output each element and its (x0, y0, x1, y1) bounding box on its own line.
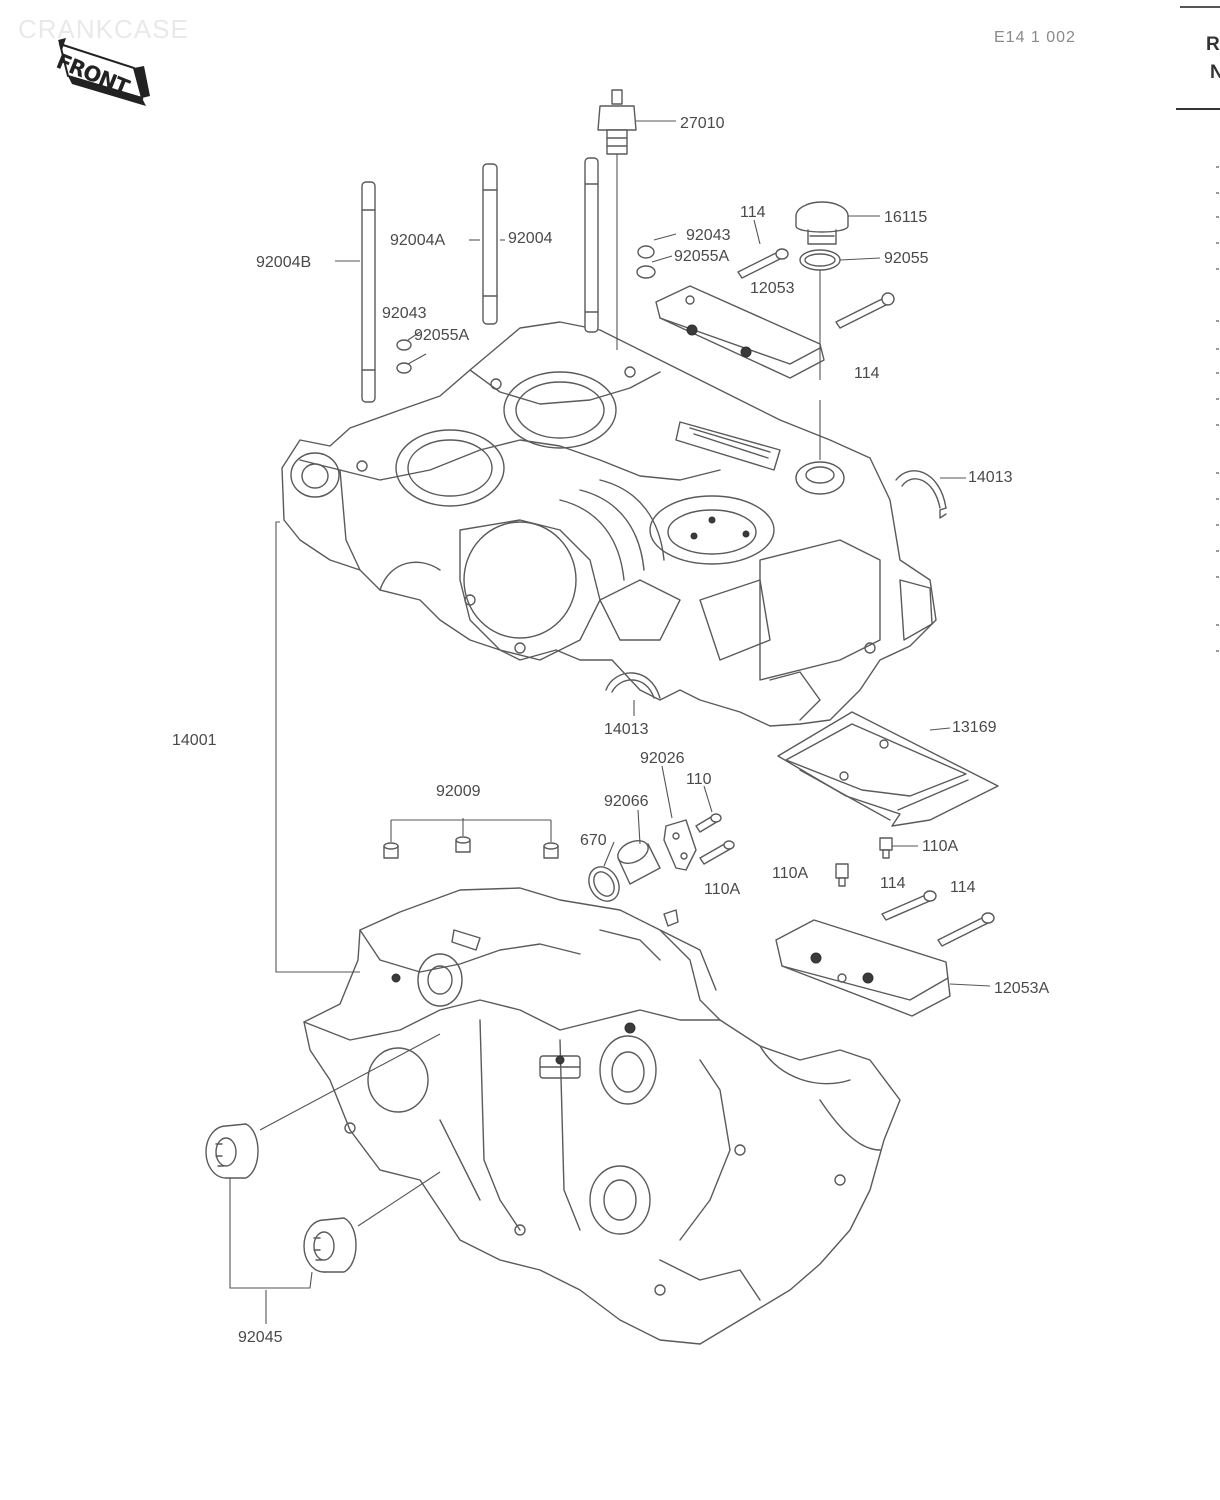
side-panel-tick (1216, 192, 1219, 194)
front-arrow-icon (58, 38, 150, 106)
callout-92066: 92066 (604, 793, 649, 810)
callout-92055A-left: 92055A (414, 327, 469, 344)
side-panel-tick (1216, 268, 1219, 270)
stud-92004 (584, 157, 599, 333)
bolt-114-lower-left (881, 890, 937, 921)
baffle-plate-13169-part (777, 711, 999, 827)
callout-114-right: 114 (854, 365, 880, 382)
callout-114-top: 114 (740, 204, 766, 221)
oil-filler-cap-part (795, 201, 849, 245)
side-panel-tick (1216, 398, 1219, 400)
callout-27010: 27010 (680, 115, 725, 132)
side-panel-tick (1216, 372, 1219, 374)
o-ring-670-part (588, 866, 620, 902)
callout-13169: 13169 (952, 719, 997, 736)
callout-670: 670 (580, 832, 607, 849)
callout-114-lower-left: 114 (880, 875, 906, 892)
side-panel-tick (1216, 320, 1219, 322)
side-panel-rule-bottom (1176, 108, 1220, 110)
side-panel-tick (1216, 472, 1219, 474)
side-panel-tick (1216, 166, 1219, 168)
washer-92043-left (396, 339, 412, 374)
side-panel-tick (1216, 524, 1219, 526)
side-panel-tick (1216, 550, 1219, 552)
callout-14013-lower: 14013 (604, 721, 649, 738)
bolt-110-part (695, 813, 722, 833)
bolt-110A-middle (699, 840, 735, 865)
side-panel-tick (1216, 576, 1219, 578)
bolt-114-lower-right (937, 912, 995, 947)
callout-92004B: 92004B (256, 254, 311, 271)
callout-114-lower-right: 114 (950, 879, 976, 896)
front-direction-badge: FRONT (53, 36, 152, 108)
callout-92043-left: 92043 (382, 305, 427, 322)
breather-cover-12053-part (655, 285, 825, 379)
lower-crankcase-half (303, 887, 901, 1345)
callout-labels: 27010 114 16115 92043 92055A 92055 92004… (172, 115, 1049, 1346)
callout-12053A: 12053A (994, 980, 1049, 997)
side-panel-tick (1216, 216, 1219, 218)
stud-92004A (482, 163, 498, 325)
upper-crankcase-half (281, 321, 937, 727)
washer-92043-top (636, 245, 656, 279)
side-panel-tick (1216, 424, 1219, 426)
callout-92045: 92045 (238, 1329, 283, 1346)
side-panel-cut-text-bottom: N (1210, 62, 1220, 83)
callout-110A-left: 110A (704, 881, 741, 898)
side-panel-tick (1216, 348, 1219, 350)
bolt-110A-center (835, 863, 849, 887)
oil-seal-92045-lower (303, 1217, 357, 1273)
section-title-faded: CRANKCASE (18, 14, 189, 44)
plate-92026-part (663, 819, 697, 871)
leader-lines (229, 120, 991, 1324)
callout-92055A-top: 92055A (674, 248, 729, 265)
callout-110A-right: 110A (922, 838, 959, 855)
callout-92043-top: 92043 (686, 227, 731, 244)
side-panel-cut-text-top: R (1206, 34, 1220, 55)
side-panel-tick (1216, 242, 1219, 244)
callout-14001: 14001 (172, 732, 217, 749)
plug-lower-case (663, 909, 679, 927)
side-panel-tick (1216, 498, 1219, 500)
breather-cover-12053A-part (775, 919, 951, 1017)
nut-92009-b (455, 836, 471, 853)
side-panel-tick (1216, 624, 1219, 626)
callout-14013-right: 14013 (968, 469, 1013, 486)
oil-seal-92045-upper (205, 1123, 259, 1179)
callout-92004A: 92004A (390, 232, 445, 249)
callout-92055: 92055 (884, 250, 929, 267)
bearing-insert-14013-lower (605, 672, 661, 699)
side-panel-tick (1216, 650, 1219, 652)
collar-92066-part (617, 839, 661, 885)
bearing-insert-14013-right (895, 470, 947, 519)
stud-92004B (361, 181, 376, 403)
nut-92009-c (543, 842, 559, 859)
callout-92009: 92009 (436, 783, 481, 800)
nut-92009-a (383, 842, 399, 859)
bolt-114-upper-left (737, 248, 789, 279)
bolt-110A-right (879, 837, 893, 859)
callout-16115: 16115 (884, 209, 927, 226)
oil-pressure-switch-part (597, 89, 637, 155)
callout-110A-center: 110A (772, 865, 809, 882)
callout-110: 110 (686, 771, 712, 788)
callout-12053: 12053 (750, 280, 795, 297)
side-panel-rule-top (1180, 6, 1220, 8)
o-ring-92055-part (799, 249, 841, 271)
bolt-114-upper-right (835, 292, 895, 329)
callout-92026: 92026 (640, 750, 685, 767)
callout-92004: 92004 (508, 230, 553, 247)
diagram-reference-code: E14 1 002 (994, 29, 1076, 46)
